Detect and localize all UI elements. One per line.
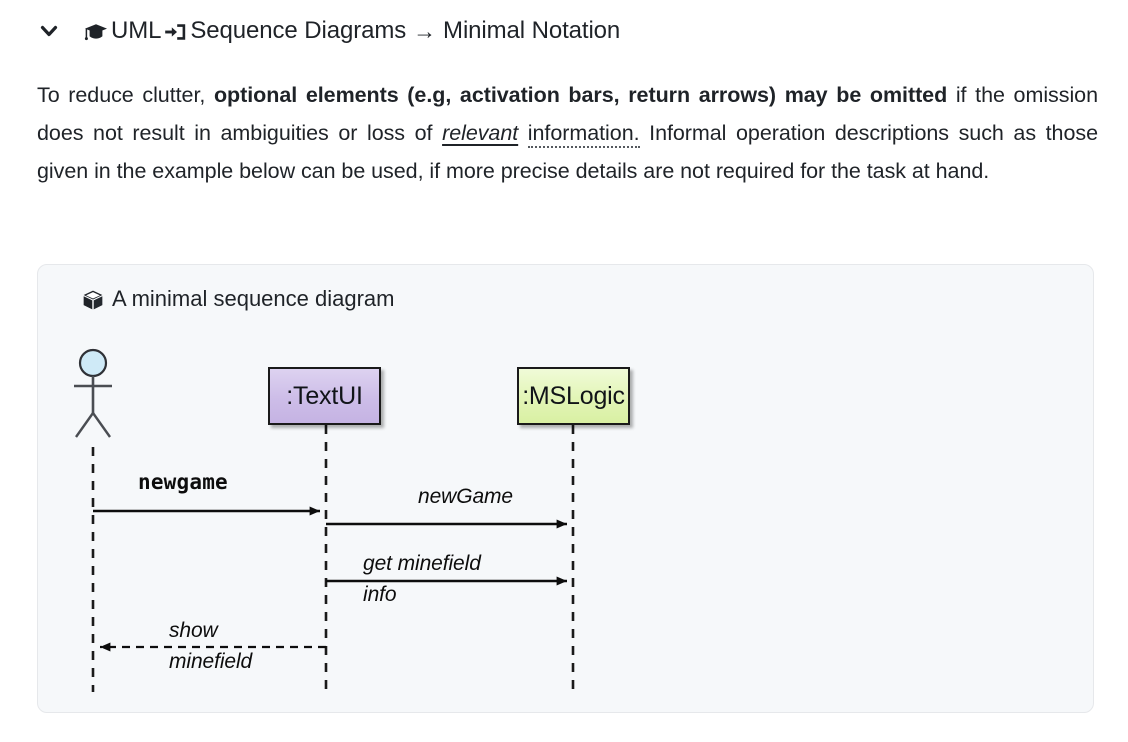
message-label-newgame: newgame	[138, 470, 228, 494]
paragraph-part-2: if the omission does not result in ambig…	[37, 83, 1098, 145]
message-label-show: show	[169, 619, 218, 642]
paragraph-emphasis-relevant: relevant	[442, 121, 519, 145]
sequence-diagram-graphics	[74, 348, 575, 692]
paragraph-part-4: Informal operation descriptions such as …	[37, 121, 1098, 183]
page-header: UML Sequence Diagrams → Minimal Notation	[0, 0, 1128, 48]
graduation-cap-icon	[84, 21, 108, 43]
breadcrumb-item-sequence-diagrams[interactable]: Sequence Diagrams	[190, 17, 407, 44]
participant-box-mslogic[interactable]: :MSLogic	[517, 367, 630, 425]
participant-label-mslogic: :MSLogic	[522, 381, 625, 410]
diagram-card: A minimal sequence diagram	[37, 264, 1094, 713]
breadcrumb-item-uml[interactable]: UML	[111, 17, 162, 44]
breadcrumb: UML Sequence Diagrams → Minimal Notation	[84, 17, 622, 45]
diagram-title: A minimal sequence diagram	[82, 286, 394, 312]
paragraph-part-3	[518, 121, 528, 145]
paragraph-dotted-information: information.	[527, 121, 640, 148]
actor-figure	[74, 348, 112, 438]
chevron-down-icon[interactable]	[36, 18, 62, 44]
cube-icon	[82, 289, 104, 311]
participant-box-textui[interactable]: :TextUI	[268, 367, 381, 425]
body-paragraph: To reduce clutter, optional elements (e.…	[0, 48, 1128, 190]
sign-in-arrow-icon	[163, 21, 187, 43]
diagram-title-text: A minimal sequence diagram	[112, 286, 395, 311]
paragraph-part-1: To reduce clutter,	[37, 83, 214, 107]
message-label-newGame: newGame	[418, 485, 514, 508]
message-label-minefield: minefield	[169, 650, 253, 673]
breadcrumb-separator: →	[413, 17, 437, 44]
message-label-info: info	[363, 583, 397, 606]
participant-label-textui: :TextUI	[286, 381, 363, 410]
paragraph-bold-1: optional elements (e.g, activation bars,…	[213, 83, 948, 107]
message-label-get-minefield: get minefield	[363, 552, 481, 575]
sequence-diagram-stage: :TextUI :MSLogic newgame newGame get min…	[38, 265, 1095, 714]
breadcrumb-item-minimal-notation: Minimal Notation	[443, 17, 621, 44]
